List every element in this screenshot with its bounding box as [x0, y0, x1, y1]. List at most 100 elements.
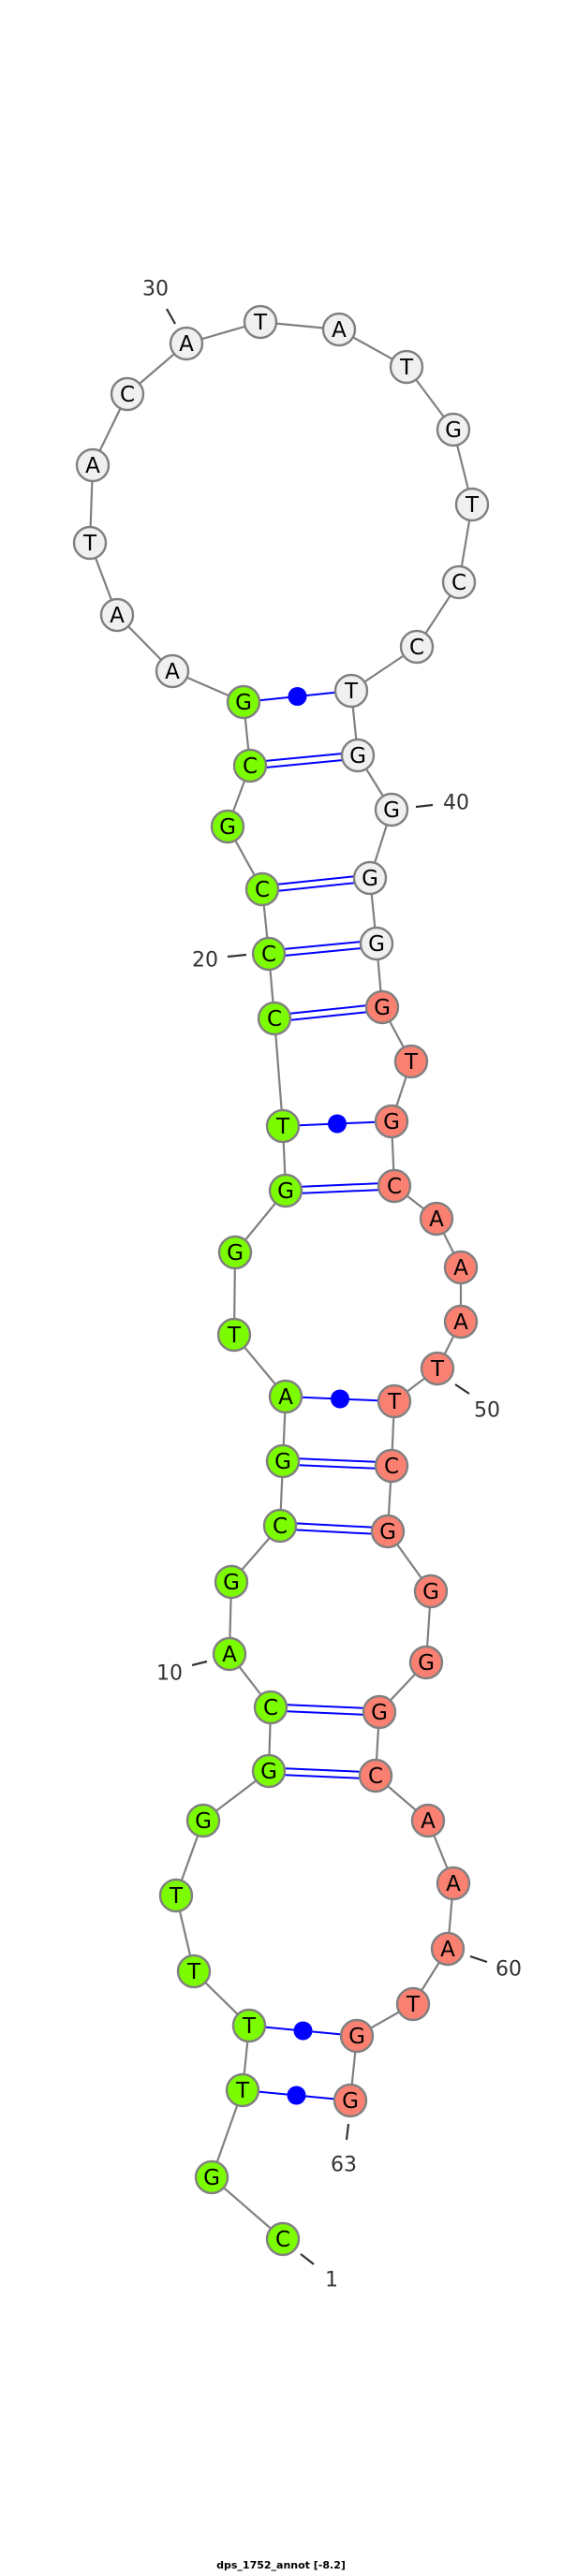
- nucleotide-54[interactable]: G: [413, 1573, 449, 1609]
- nucleotide-2[interactable]: G: [194, 2159, 229, 2195]
- nucleotide-circle: [395, 1986, 431, 2022]
- nucleotide-20[interactable]: C: [251, 936, 287, 972]
- nucleotide-letter: T: [235, 2079, 250, 2103]
- nucleotide-52[interactable]: C: [374, 1448, 409, 1484]
- nucleotide-letter: G: [379, 1520, 396, 1544]
- nucleotide-letter: C: [368, 1764, 383, 1789]
- nucleotide-letter: G: [342, 2089, 359, 2114]
- nucleotide-circle: [441, 564, 477, 600]
- nucleotide-45[interactable]: G: [374, 1104, 409, 1139]
- nucleotide-circle: [212, 1636, 247, 1672]
- nucleotide-8[interactable]: G: [251, 1753, 287, 1789]
- base-pair-line: [268, 1773, 376, 1780]
- nucleotide-39[interactable]: G: [340, 738, 376, 773]
- nucleotide-letter: C: [275, 2228, 290, 2252]
- nucleotide-letter: G: [227, 1241, 244, 1266]
- nucleotide-34[interactable]: G: [436, 412, 471, 447]
- nucleotide-58[interactable]: A: [410, 1803, 446, 1838]
- nucleotide-letter: T: [227, 1324, 242, 1348]
- nucleotide-letter: A: [446, 1872, 461, 1896]
- nucleotide-letter: T: [169, 1884, 184, 1909]
- nucleotide-circle: [436, 412, 471, 447]
- nucleotide-circle: [210, 809, 245, 844]
- nucleotide-19[interactable]: C: [257, 1001, 292, 1036]
- nucleotide-48[interactable]: A: [443, 1250, 479, 1285]
- nucleotide-letter: T: [242, 2014, 257, 2039]
- nucleotide-43[interactable]: G: [364, 989, 400, 1025]
- nucleotide-circle: [393, 1044, 429, 1079]
- noncanonical-pair-dot: [293, 2021, 313, 2041]
- nucleotide-letter: C: [243, 754, 258, 779]
- nucleotide-5[interactable]: T: [176, 1954, 212, 1989]
- base-pair-line: [279, 1528, 388, 1536]
- nucleotide-42[interactable]: G: [359, 926, 394, 961]
- nucleotide-circle: [75, 447, 111, 483]
- nucleotide-15[interactable]: T: [216, 1317, 252, 1353]
- nucleotide-59[interactable]: A: [436, 1866, 471, 1901]
- nucleotide-13[interactable]: G: [265, 1443, 301, 1479]
- nucleotide-40[interactable]: G: [374, 792, 409, 827]
- nucleotide-letter: A: [278, 1385, 293, 1410]
- number-label-50: 50: [474, 1399, 500, 1423]
- nucleotide-49[interactable]: A: [443, 1304, 479, 1339]
- nucleotide-60[interactable]: A: [430, 1931, 466, 1967]
- nucleotide-letter: G: [371, 1701, 388, 1725]
- nucleotide-3[interactable]: T: [225, 2072, 260, 2108]
- nucleotide-23[interactable]: C: [232, 748, 268, 783]
- nucleotide-12[interactable]: C: [262, 1508, 298, 1544]
- nucleotide-28[interactable]: A: [75, 447, 111, 483]
- nucleotide-41[interactable]: G: [352, 860, 388, 896]
- number-label-10: 10: [156, 1662, 183, 1686]
- nucleotide-36[interactable]: C: [441, 564, 477, 600]
- noncanonical-pair-dot: [331, 1389, 349, 1409]
- nucleotide-37[interactable]: C: [399, 629, 435, 665]
- nucleotide-32[interactable]: A: [321, 312, 357, 347]
- nucleotide-29[interactable]: C: [110, 376, 145, 412]
- nucleotide-47[interactable]: A: [419, 1201, 454, 1237]
- nucleotide-letter: C: [120, 383, 135, 407]
- nucleotide-30[interactable]: A: [169, 326, 204, 361]
- nucleotide-24[interactable]: G: [226, 684, 261, 720]
- nucleotide-33[interactable]: T: [389, 349, 424, 385]
- nucleotide-letter: G: [260, 1760, 277, 1784]
- nucleotide-44[interactable]: T: [393, 1044, 429, 1079]
- nucleotide-61[interactable]: T: [395, 1986, 431, 2022]
- nucleotide-6[interactable]: T: [158, 1878, 194, 1913]
- nucleotide-9[interactable]: C: [253, 1690, 288, 1725]
- nucleotide-circle: [99, 597, 135, 633]
- nucleotide-4[interactable]: T: [231, 2008, 267, 2043]
- nucleotide-circle: [265, 1108, 301, 1144]
- nucleotide-circle: [185, 1803, 221, 1838]
- number-label-30: 30: [142, 278, 169, 301]
- nucleotide-35[interactable]: T: [454, 487, 490, 522]
- nucleotide-letter: G: [383, 798, 400, 823]
- nucleotide-62[interactable]: G: [339, 2018, 375, 2054]
- nucleotide-7[interactable]: G: [185, 1803, 221, 1838]
- nucleotide-50[interactable]: T: [420, 1351, 455, 1386]
- nucleotide-27[interactable]: T: [72, 525, 108, 561]
- nucleotide-25[interactable]: A: [155, 653, 190, 689]
- nucleotide-circle: [257, 1001, 292, 1036]
- nucleotide-63[interactable]: G: [333, 2083, 368, 2118]
- nucleotide-11[interactable]: G: [214, 1564, 249, 1600]
- nucleotide-10[interactable]: A: [212, 1636, 247, 1672]
- nucleotide-57[interactable]: C: [358, 1758, 393, 1793]
- nucleotide-53[interactable]: G: [370, 1514, 406, 1549]
- nucleotide-22[interactable]: G: [210, 809, 245, 844]
- nucleotide-51[interactable]: T: [377, 1383, 412, 1419]
- nucleotide-17[interactable]: G: [268, 1173, 303, 1208]
- nucleotide-1[interactable]: C: [265, 2221, 301, 2257]
- nucleotide-26[interactable]: A: [99, 597, 135, 633]
- nucleotide-letter: G: [348, 2025, 365, 2049]
- nucleotide-21[interactable]: C: [244, 871, 280, 907]
- nucleotide-46[interactable]: C: [377, 1168, 412, 1204]
- nucleotide-38[interactable]: T: [333, 673, 369, 709]
- nucleotide-18[interactable]: T: [265, 1108, 301, 1144]
- nucleotide-letter: A: [332, 318, 347, 343]
- nucleotide-31[interactable]: T: [243, 304, 278, 340]
- nucleotide-14[interactable]: A: [268, 1379, 303, 1414]
- nucleotide-56[interactable]: G: [362, 1694, 397, 1730]
- nucleotide-55[interactable]: G: [408, 1645, 444, 1680]
- nucleotide-16[interactable]: G: [217, 1235, 253, 1270]
